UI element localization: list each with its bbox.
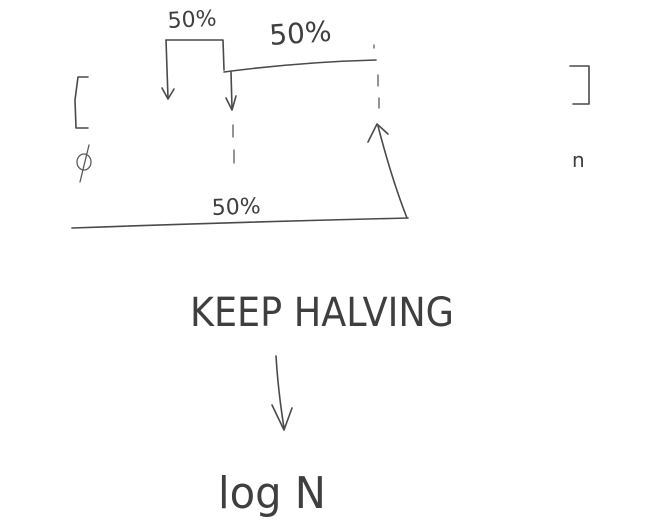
right-dashed-line [373,44,380,109]
left-down-arrow-shaft [165,39,169,99]
result-text: log N [218,468,326,519]
right-up-arrow-shaft [377,125,408,219]
top-right-segment [223,59,377,73]
right-bracket [569,65,590,105]
left-bracket [74,76,89,129]
right-up-arrowhead [367,123,389,143]
left-bound-label: 0 [76,144,92,183]
middle-down-arrowhead [225,95,237,111]
bottom-line [71,217,409,229]
down-arrowhead [271,404,293,431]
top-left-percent-label: 50% [167,6,217,34]
middle-dashed-line [232,124,235,164]
caption-text: KEEP HALVING [190,290,454,336]
down-arrow-shaft [275,355,285,429]
top-right-percent-label: 50% [268,15,332,52]
bottom-percent-label: 50% [211,194,261,221]
right-bound-label: n [572,148,585,172]
middle-down-arrow-shaft [230,71,233,109]
top-left-split-arrow [165,39,225,71]
left-down-arrowhead [161,87,175,100]
